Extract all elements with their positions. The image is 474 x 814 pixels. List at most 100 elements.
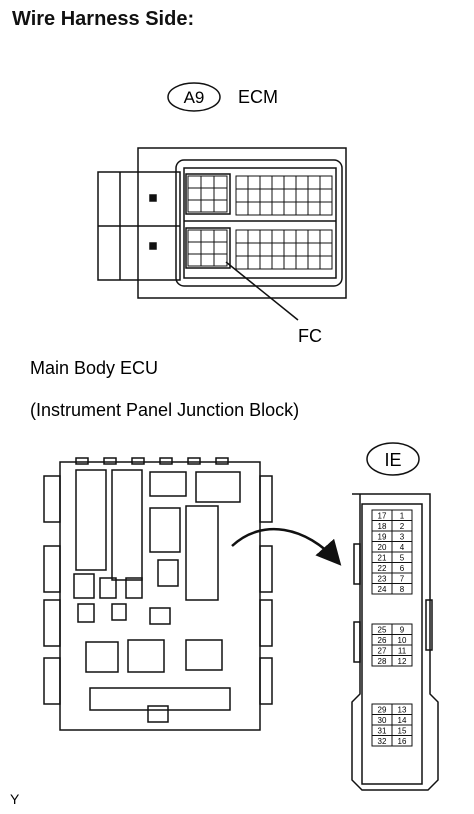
ie-pin-number: 21 — [378, 554, 387, 563]
ecm-pin-cavity — [295, 175, 309, 190]
ecm-pin-cavity — [259, 255, 273, 270]
ie-pin-number: 24 — [378, 585, 387, 594]
ecm-pin-cavity — [247, 175, 261, 190]
ie-pin-number: 18 — [378, 522, 387, 531]
ecm-pin-cavity — [283, 188, 297, 203]
ecm-pin-cavity — [307, 175, 321, 190]
ie-pin-number: 20 — [378, 543, 387, 552]
ecm-pin-cavity — [247, 229, 261, 244]
ie-pin-number: 31 — [378, 727, 387, 736]
ecm-pin-cavity — [247, 201, 261, 216]
ecm-pin-cavity — [259, 188, 273, 203]
ecm-pin-cavity — [259, 229, 273, 244]
ecm-pin-cavity — [235, 188, 249, 203]
ecm-pin-cavity — [247, 255, 261, 270]
ecm-name: ECM — [238, 87, 278, 107]
ecm-pin-cavity — [259, 242, 273, 257]
ecm-pin-cavity — [295, 188, 309, 203]
ie-pin-number: 4 — [400, 543, 405, 552]
ecm-pin-cavity — [187, 187, 202, 201]
ecm-pin-cavity — [213, 241, 228, 255]
ecm-pin-cavity — [283, 242, 297, 257]
ecm-pin-cavity — [259, 201, 273, 216]
ecm-pin-cavity — [319, 229, 333, 244]
ecm-connector — [97, 147, 347, 299]
connection-arrow — [231, 527, 342, 566]
ie-pin-number: 10 — [398, 636, 407, 645]
ie-pin-number: 15 — [398, 727, 407, 736]
ecm-pin-cavity — [271, 175, 285, 190]
ecm-pin-cavity — [295, 201, 309, 216]
ie-pin-number: 22 — [378, 564, 387, 573]
ie-pin-number: 29 — [378, 706, 387, 715]
ecm-pin-cavity — [259, 175, 273, 190]
ecm-pin-cavity — [235, 175, 249, 190]
ie-connector — [351, 493, 439, 791]
ecm-pin-cavity — [307, 188, 321, 203]
ie-pin-number: 6 — [400, 564, 405, 573]
ecm-pin-cavity — [187, 199, 202, 213]
ecm-pin-cavity — [271, 255, 285, 270]
ecm-pin-cavity — [200, 187, 215, 201]
ie-pin-number: 23 — [378, 575, 387, 584]
ecm-pin-cavity — [295, 242, 309, 257]
ecm-pin-cavity — [200, 199, 215, 213]
ecm-pin-cavity — [235, 255, 249, 270]
ecm-pin-cavity — [319, 242, 333, 257]
ie-connector-label: IE — [366, 442, 420, 476]
svg-text:IE: IE — [384, 450, 401, 470]
ecm-pin-cavity — [213, 253, 228, 267]
ecm-pin-cavity — [319, 175, 333, 190]
ie-pin-number: 32 — [378, 737, 387, 746]
ie-pin-number: 28 — [378, 657, 387, 666]
ie-pin-number: 19 — [378, 533, 387, 542]
ecm-connector-label: A9 ECM — [167, 82, 278, 112]
ecm-pin-cavity — [187, 229, 202, 243]
ecm-pin-cavity — [271, 188, 285, 203]
ecu-name-line2: (Instrument Panel Junction Block) — [30, 400, 299, 420]
figure-code: Y — [10, 791, 20, 807]
ecm-pin-cavity — [187, 253, 202, 267]
ecm-pin-cavity — [247, 188, 261, 203]
ecm-pin-cavity — [200, 175, 215, 189]
ie-pin-number: 25 — [378, 626, 387, 635]
ecm-pin-cavity — [307, 229, 321, 244]
ecm-pin-cavity — [283, 229, 297, 244]
ecm-pin-cavity — [213, 187, 228, 201]
ecm-pin-cavity — [187, 175, 202, 189]
ecm-pin-cavity — [271, 242, 285, 257]
ecm-pin-cavity — [213, 229, 228, 243]
ecm-pin-cavity — [307, 255, 321, 270]
ie-pin-number: 5 — [400, 554, 405, 563]
svg-text:A9: A9 — [184, 88, 205, 107]
ie-pin-cell — [391, 655, 413, 667]
junction-block — [43, 457, 273, 731]
ecm-pin-cavity — [271, 201, 285, 216]
ecm-pin-cavity — [200, 241, 215, 255]
ie-pin-number: 30 — [378, 716, 387, 725]
ie-pin-number: 16 — [398, 737, 407, 746]
ecm-pin-cavity — [307, 201, 321, 216]
ecm-pin-cavity — [200, 229, 215, 243]
ecm-pin-cavity — [319, 255, 333, 270]
diagram-heading: Wire Harness Side: — [12, 8, 195, 30]
ie-pin-cell — [391, 583, 413, 595]
ie-pin-number: 9 — [400, 626, 405, 635]
ecm-pin-cavity — [235, 201, 249, 216]
ecm-pin-cavity — [307, 242, 321, 257]
ecm-pin-cavity — [271, 229, 285, 244]
ecm-pin-cavity — [283, 255, 297, 270]
ecm-pin-cavity — [283, 175, 297, 190]
ie-pin-number: 14 — [398, 716, 407, 725]
ecm-pin-cavity — [319, 201, 333, 216]
ie-pin-number: 12 — [398, 657, 407, 666]
fc-pointer-line — [225, 261, 299, 321]
ecm-pin-cavity — [235, 229, 249, 244]
ecm-pin-cavity — [187, 241, 202, 255]
ecu-name-line1: Main Body ECU — [30, 358, 158, 378]
ie-pin-number: 26 — [378, 636, 387, 645]
ecm-pin-cavity — [235, 242, 249, 257]
ecm-pin-cavity — [200, 253, 215, 267]
ie-pin-number: 7 — [400, 575, 405, 584]
ecm-pin-cavity — [283, 201, 297, 216]
